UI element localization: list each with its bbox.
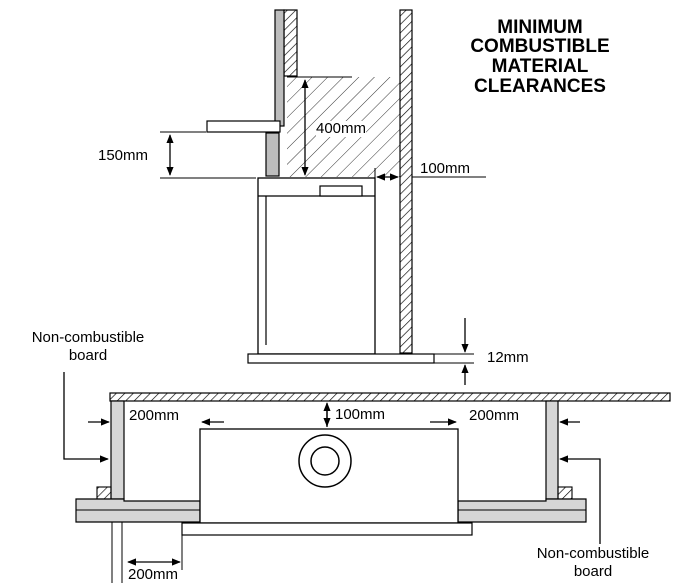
board-label-left-1: Non-combustible: [31, 329, 145, 346]
title-line-2: COMBUSTIBLE: [470, 36, 610, 57]
hearth-plate: [247, 353, 435, 364]
stove-body: [257, 177, 376, 355]
right-wall: [399, 9, 413, 354]
board-label-left-2: board: [68, 347, 108, 364]
label-200mm-right: 200mm: [469, 407, 520, 424]
shelf: [206, 120, 281, 133]
right-block: [557, 486, 573, 500]
title-line-1: MINIMUM: [497, 17, 583, 38]
right-board: [545, 400, 559, 500]
title-line-3: MATERIAL: [491, 56, 589, 77]
label-100mm-ceiling: 100mm: [335, 406, 386, 423]
board-label-right-2: board: [573, 563, 613, 580]
flue-inner: [310, 446, 340, 476]
left-block: [96, 486, 112, 500]
label-200mm-bottom: 200mm: [128, 566, 179, 583]
left-board: [110, 400, 125, 500]
label-200mm-left: 200mm: [129, 407, 180, 424]
label-400mm: 400mm: [316, 120, 367, 137]
lower-left-block: [265, 132, 280, 177]
ceiling-band: [109, 392, 671, 402]
label-100mm-side: 100mm: [420, 160, 471, 177]
title-line-4: CLEARANCES: [474, 76, 606, 97]
left-wall-hatched: [283, 9, 298, 77]
board-label-right-1: Non-combustible: [536, 545, 650, 562]
label-12mm: 12mm: [487, 349, 529, 366]
label-150mm: 150mm: [98, 147, 149, 164]
stove-top-outlet: [319, 185, 363, 197]
left-wall: [274, 9, 285, 127]
stove-plan-base: [181, 522, 473, 536]
